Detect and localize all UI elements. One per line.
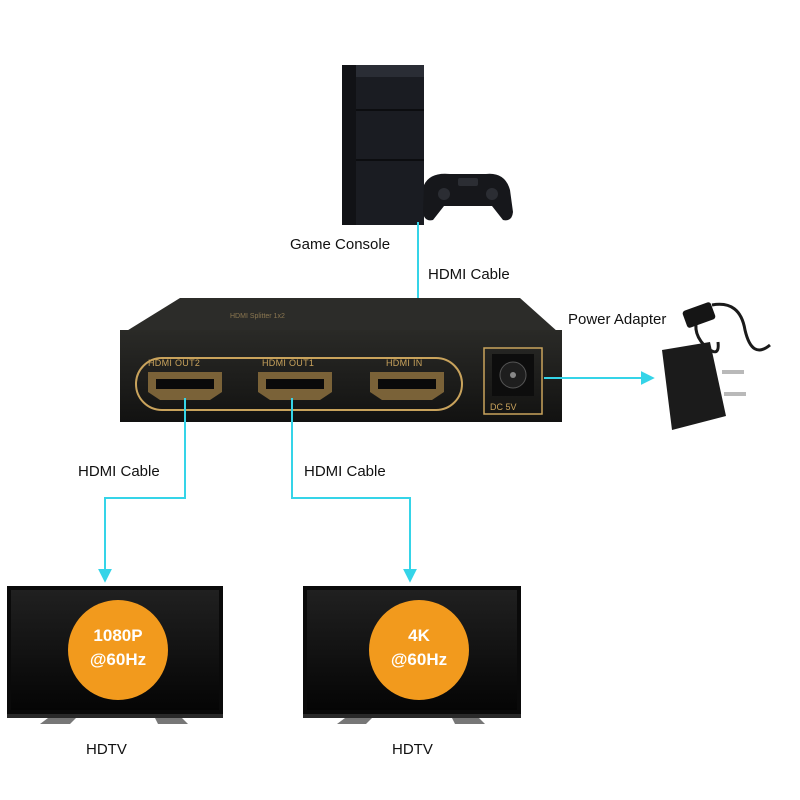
gamepad-icon	[423, 173, 513, 221]
out2-to-tv-left-wire	[98, 398, 186, 583]
hdmi-cable-left-label: HDMI Cable	[78, 463, 160, 480]
hdmi-out1-port	[258, 372, 332, 400]
hdmi-splitter: HDMI Splitter 1x2 HDMI OUT2 HDMI OUT1 HD…	[120, 298, 562, 422]
out1-to-tv-right-wire	[291, 398, 417, 583]
resolution-badge-right	[369, 600, 469, 700]
hdtv-right-label: HDTV	[392, 741, 433, 758]
hdtv-right: 4K @60Hz	[303, 586, 521, 724]
badge-right-line1: 4K	[408, 626, 430, 645]
power-adapter-label: Power Adapter	[568, 311, 666, 328]
hdmi-out2-port	[148, 372, 222, 400]
badge-left-line1: 1080P	[93, 626, 142, 645]
badge-right-line2: @60Hz	[391, 650, 447, 669]
port-label-out1: HDMI OUT1	[262, 358, 314, 368]
hdtv-left-label: HDTV	[86, 741, 127, 758]
dc-power-jack: DC 5V	[483, 347, 543, 415]
resolution-badge-left	[68, 600, 168, 700]
game-console-label: Game Console	[290, 236, 390, 253]
splitter-top-text: HDMI Splitter 1x2	[230, 313, 285, 320]
port-label-in: HDMI IN	[386, 358, 423, 368]
hdmi-cable-top-label: HDMI Cable	[428, 266, 510, 283]
hdtv-left: 1080P @60Hz	[7, 586, 223, 724]
hdmi-in-port	[370, 372, 444, 400]
hdmi-cable-right-label: HDMI Cable	[304, 463, 386, 480]
game-console-icon	[342, 65, 424, 225]
power-adapter-icon	[662, 302, 771, 430]
dc-5v-label: DC 5V	[490, 402, 517, 412]
badge-left-line2: @60Hz	[90, 650, 146, 669]
port-label-out2: HDMI OUT2	[148, 358, 200, 368]
